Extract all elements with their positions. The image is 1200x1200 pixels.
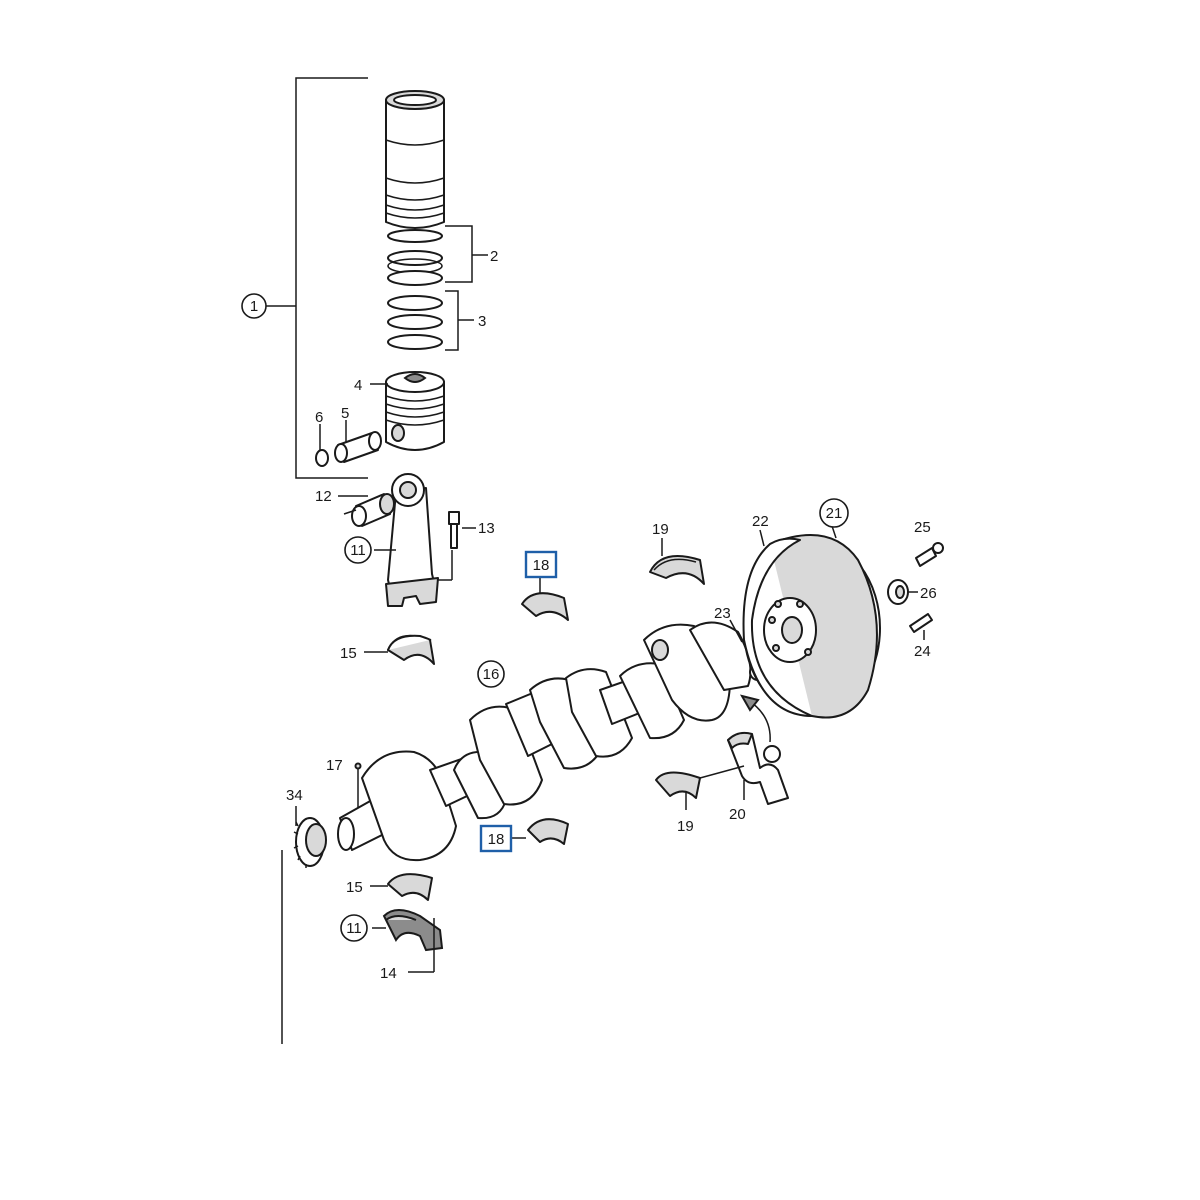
callout-22: 22 [752,513,769,530]
callout-6: 6 [315,409,323,426]
svg-text:11: 11 [346,920,362,937]
svg-text:18: 18 [533,557,550,574]
main-bearing-shell-18-upper [521,578,569,621]
callout-2: 2 [490,248,498,265]
callout-16: 16 [477,660,505,688]
callout-24: 24 [914,643,931,660]
pilot-bearing [887,579,918,605]
piston-pin [334,420,382,463]
callout-5: 5 [341,405,349,422]
callout-19-upper: 19 [652,521,669,538]
callout-11-lower: 11 [340,914,368,942]
thrust-bearing-shell-19-upper [649,538,705,585]
callout-13: 13 [478,520,495,537]
callout-25: 25 [914,519,931,536]
svg-text:1: 1 [250,298,258,315]
rotation-arrow [739,694,771,743]
connecting-rod-bolt [448,511,476,549]
callout-18-lower: 18 [479,824,513,853]
main-bearing-cap [699,731,789,805]
callout-15-lower: 15 [346,879,363,896]
callout-34: 34 [286,787,303,804]
callout-26: 26 [920,585,937,602]
flywheel [742,525,881,719]
cylinder-liner [385,90,445,229]
circlip [315,424,329,467]
svg-text:16: 16 [483,666,500,683]
callout-11-upper: 11 [344,536,372,564]
main-bearing-shell-18-lower [512,818,569,845]
callout-4: 4 [354,377,362,394]
thrust-bearing-shell-19-lower [655,771,701,810]
bearing-shell-15-lower [370,873,433,901]
svg-text:18: 18 [488,831,505,848]
callout-23: 23 [714,605,731,622]
callout-19-lower: 19 [677,818,694,835]
callout-14: 14 [380,965,397,982]
bearing-shell-15-upper [364,634,435,665]
callout-12: 12 [315,488,332,505]
callout-15-upper: 15 [340,645,357,662]
crankshaft-gear [293,806,327,868]
callout-21: 21 [819,498,849,528]
connecting-rod [374,473,453,607]
svg-text:21: 21 [826,505,843,522]
dowel-pin [909,613,933,640]
piston [370,371,445,451]
callout-20: 20 [729,806,746,823]
callout-17: 17 [326,757,343,774]
callout-1: 1 [241,293,267,319]
callout-3: 3 [478,313,486,330]
key-leader [729,619,743,643]
group-1-bracket [266,77,368,479]
flywheel-bolt [915,542,944,567]
piston-rings-2 [387,225,488,286]
svg-text:11: 11 [350,542,366,559]
piston-rings-3 [387,290,474,351]
callout-18-upper: 18 [524,550,558,579]
small-end-bush [338,493,395,527]
crankshaft [337,621,767,862]
connecting-rod-cap [372,909,444,973]
